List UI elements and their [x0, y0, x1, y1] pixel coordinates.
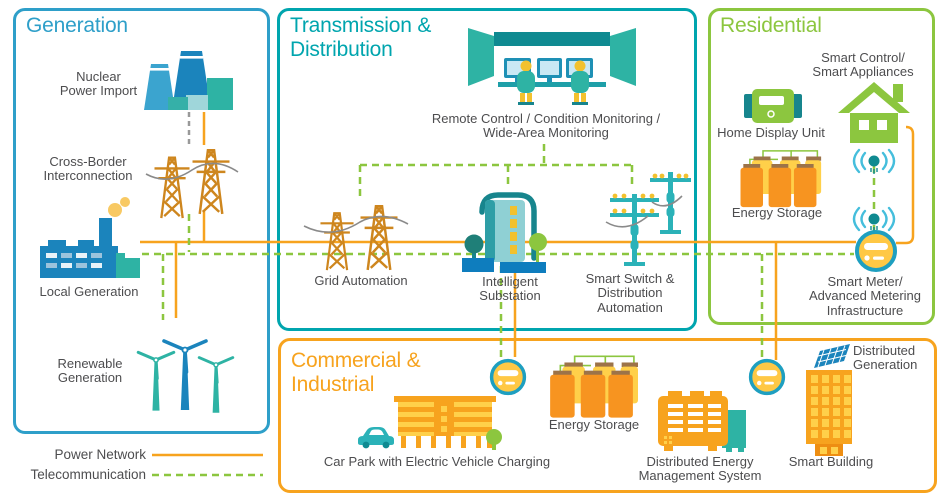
control-room-icon	[468, 28, 636, 105]
car-park-label: Car Park with Electric Vehicle Charging	[323, 454, 551, 469]
smart-building-icon	[806, 344, 852, 456]
commercial-energy-storage-label: Energy Storage	[548, 417, 640, 432]
transmission-title: Transmission & Distribution	[290, 14, 432, 61]
wind-turbines-icon	[136, 339, 235, 415]
residential-energy-storage-label: Energy Storage	[731, 205, 823, 220]
solar-panel-icon	[814, 344, 850, 368]
renewable-label: Renewable Generation	[57, 356, 123, 386]
operator-person-icon	[517, 60, 535, 105]
remote-control-label: Remote Control / Condition Monitoring / …	[431, 111, 661, 141]
commercial-energy-storage-icon	[549, 355, 638, 419]
electric-car-icon	[358, 427, 394, 449]
smart-building-label: Smart Building	[788, 454, 874, 469]
commercial-smart-meter-icon	[489, 358, 527, 396]
residential-box	[708, 8, 935, 325]
intelligent-substation-icon	[462, 192, 547, 273]
smart-switch-label: Smart Switch & Distribution Automation	[585, 271, 675, 315]
nuclear-label: Nuclear Power Import	[59, 69, 138, 99]
dems-icon	[658, 391, 746, 452]
smart-meter-label: Smart Meter/ Advanced Metering Infrastru…	[808, 274, 921, 318]
residential-title: Residential	[720, 14, 822, 37]
grid-automation-label: Grid Automation	[314, 273, 408, 288]
wireless-signal-icon	[852, 148, 896, 176]
nuclear-cooling-towers-icon	[144, 51, 233, 110]
generation-box	[13, 8, 270, 434]
transmission-box	[277, 8, 697, 331]
substation-label: Intelligent Substation	[479, 274, 541, 304]
tree-icon	[486, 429, 502, 450]
residential-smart-meter-icon	[855, 230, 897, 272]
commercial-box	[278, 338, 937, 493]
legend-telecom-label: Telecommunication	[30, 467, 146, 482]
local-generation-label: Local Generation	[39, 284, 139, 299]
home-display-unit-icon	[744, 89, 802, 123]
smart-switch-poles-icon	[605, 172, 691, 266]
smart-control-label: Smart Control/ Smart Appliances	[812, 50, 914, 80]
commercial-title: Commercial & Industrial	[291, 349, 421, 396]
crossborder-pylons-icon	[145, 149, 239, 220]
generation-title: Generation	[26, 14, 128, 37]
operator-person-icon	[571, 60, 589, 105]
local-generation-factory-icon	[40, 197, 140, 278]
car-park-icon	[358, 396, 502, 450]
grid-automation-pylons-icon	[303, 205, 409, 272]
smart-home-icon	[838, 82, 910, 143]
distributed-generation-label: Distributed Generation	[853, 343, 918, 373]
residential-energy-storage-icon	[739, 150, 822, 208]
crossborder-label: Cross-Border Interconnection	[43, 154, 133, 184]
home-display-label: Home Display Unit	[717, 125, 825, 140]
legend-power-label: Power Network	[54, 447, 146, 462]
dems-label: Distributed Energy Management System	[638, 454, 762, 484]
commercial-smart-meter-icon	[748, 358, 786, 396]
